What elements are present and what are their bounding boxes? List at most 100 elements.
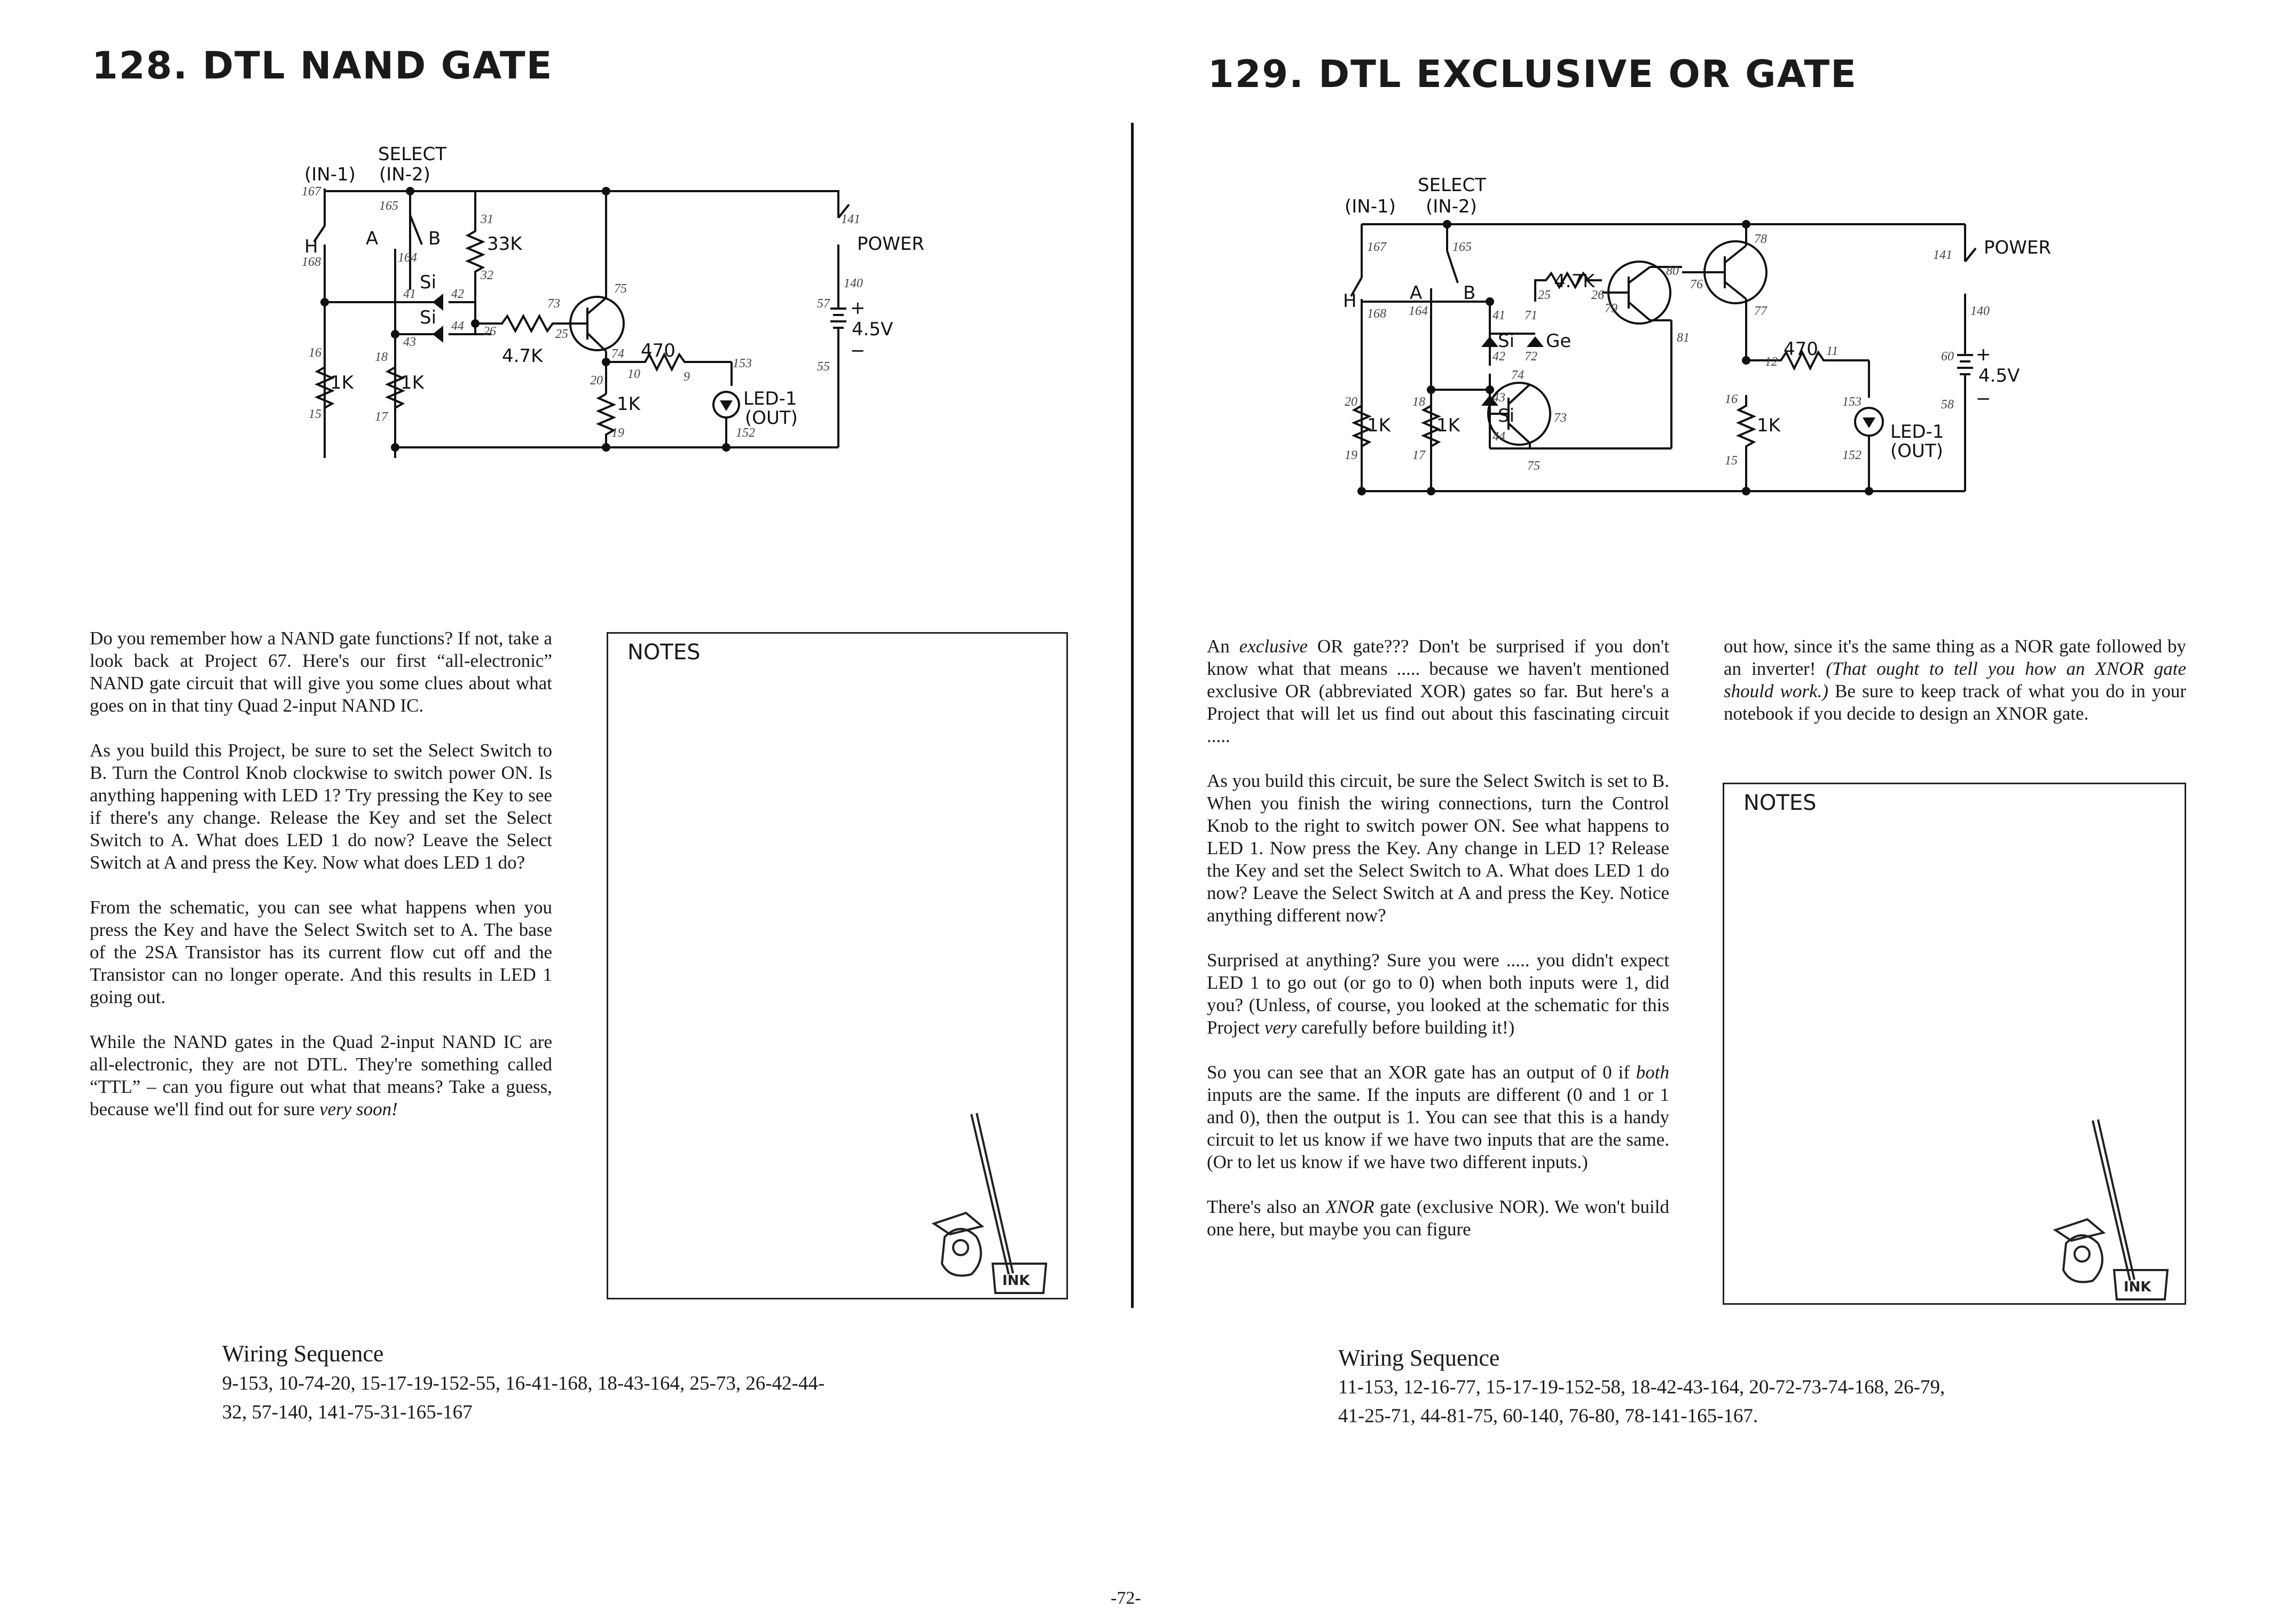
left-battery-minus: −	[850, 340, 866, 361]
right-select-label: SELECT	[1418, 175, 1486, 196]
left-node-15: 15	[309, 407, 321, 421]
right-paragraph-5-emphasis: XNOR	[1325, 1196, 1374, 1217]
right-paragraph-3-pre: Surprised at anything? Sure you were ...…	[1207, 950, 1669, 1038]
left-node-32: 32	[480, 269, 493, 282]
left-page-title: 128. DTL NAND GATE	[92, 44, 553, 88]
left-notes-box: NOTES INK	[607, 632, 1068, 1299]
left-paragraph-2: As you build this Project, be sure to se…	[90, 740, 552, 873]
right-node-43: 43	[1493, 391, 1505, 405]
right-node-81: 81	[1677, 331, 1690, 345]
right-paragraph-4: So you can see that an XOR gate has an o…	[1207, 1061, 1669, 1173]
left-wiring-line-1: 9-153, 10-74-20, 15-17-19-152-55, 16-41-…	[222, 1373, 825, 1394]
right-node-12: 12	[1765, 355, 1778, 369]
right-node-25: 25	[1538, 288, 1551, 302]
left-notes-label: NOTES	[627, 640, 701, 665]
right-notes-box: NOTES INK	[1723, 783, 2186, 1305]
left-r1k-a-label: 1K	[330, 372, 355, 393]
right-node-140: 140	[1970, 304, 1990, 318]
left-power-label: POWER	[857, 233, 924, 255]
right-body-column-2: out how, since it's the same thing as a …	[1724, 635, 2186, 747]
left-node-140: 140	[844, 277, 863, 290]
right-xor-schematic: SELECT (IN-1) (IN-2) A B H 4.7K Si Ge Si…	[1343, 175, 2051, 495]
left-paragraph-1: Do you remember how a NAND gate function…	[90, 628, 552, 716]
right-r1k-b-label: 1K	[1436, 415, 1461, 436]
left-ink-mascot-illustration: INK	[931, 1113, 1048, 1294]
right-switch-a-label: A	[1410, 282, 1422, 304]
right-node-19: 19	[1345, 448, 1357, 462]
left-paragraph-4: While the NAND gates in the Quad 2-input…	[90, 1031, 552, 1121]
left-wiring-title: Wiring Sequence	[222, 1341, 384, 1367]
right-paragraph-2: As you build this circuit, be sure the S…	[1207, 770, 1669, 926]
left-node-165: 165	[379, 199, 398, 213]
right-node-168: 168	[1367, 307, 1386, 321]
right-node-76: 76	[1690, 278, 1703, 291]
right-node-42: 42	[1493, 350, 1505, 364]
right-node-44: 44	[1493, 430, 1505, 444]
left-node-152: 152	[736, 426, 755, 440]
right-ink-label: INK	[2124, 1279, 2151, 1295]
right-node-20: 20	[1345, 395, 1357, 409]
left-r47k-label: 4.7K	[502, 345, 544, 367]
left-out-label: (OUT)	[745, 407, 798, 429]
left-node-42: 42	[451, 287, 464, 301]
left-battery-plus: +	[850, 297, 866, 319]
right-paragraph-1: An exclusive OR gate??? Don't be surpris…	[1207, 635, 1669, 747]
left-node-31: 31	[480, 212, 493, 226]
left-key-h-label: H	[304, 236, 318, 257]
right-wiring-title: Wiring Sequence	[1338, 1345, 1500, 1371]
right-node-75: 75	[1527, 459, 1540, 473]
left-paragraph-4-text: While the NAND gates in the Quad 2-input…	[90, 1031, 552, 1120]
right-node-18: 18	[1412, 395, 1425, 409]
right-power-label: POWER	[1984, 237, 2051, 258]
right-node-74: 74	[1511, 368, 1524, 382]
right-node-78: 78	[1754, 232, 1767, 246]
left-in2-label: (IN-2)	[379, 164, 430, 185]
right-si2-label: Si	[1498, 405, 1514, 427]
right-r1k-a-label: 1K	[1367, 415, 1392, 436]
left-node-18: 18	[375, 350, 388, 364]
right-in1-label: (IN-1)	[1345, 196, 1396, 217]
right-node-152: 152	[1842, 448, 1861, 462]
right-paragraph-4-pre: So you can see that an XOR gate has an o…	[1207, 1062, 1636, 1083]
left-select-label: SELECT	[378, 144, 446, 165]
left-led-label: LED-1	[743, 388, 797, 409]
right-paragraph-4-emphasis: both	[1636, 1062, 1669, 1083]
right-battery-minus: −	[1976, 388, 1991, 409]
left-node-164: 164	[398, 251, 417, 265]
right-node-26: 26	[1591, 288, 1604, 302]
left-in1-label: (IN-1)	[304, 164, 356, 185]
right-wiring-sequence: 11-153, 12-16-77, 15-17-19-152-58, 18-42…	[1338, 1373, 2139, 1431]
right-battery-plus: +	[1976, 344, 1991, 365]
right-paragraph-1-pre: An	[1207, 636, 1239, 657]
right-paragraph-4-post: inputs are the same. If the inputs are d…	[1207, 1084, 1669, 1172]
left-node-43: 43	[403, 335, 416, 349]
right-node-141: 141	[1933, 248, 1952, 262]
left-r1k-b-label: 1K	[400, 372, 425, 393]
right-paragraph-5-pre: There's also an	[1207, 1196, 1326, 1217]
left-body-text: Do you remember how a NAND gate function…	[90, 627, 552, 1143]
left-switch-b-label: B	[428, 228, 441, 249]
left-node-19: 19	[611, 426, 624, 440]
right-node-164: 164	[1409, 304, 1428, 318]
right-key-h-label: H	[1343, 290, 1357, 312]
left-paragraph-3: From the schematic, you can see what hap…	[90, 897, 552, 1007]
right-paragraph-6-post: Be sure to keep track of what you do in …	[1724, 681, 2186, 724]
left-node-41: 41	[403, 287, 416, 301]
right-node-79: 79	[1605, 302, 1617, 316]
left-r470-label: 470	[641, 340, 675, 361]
right-node-41: 41	[1493, 309, 1505, 322]
right-node-16: 16	[1725, 392, 1738, 406]
right-node-17: 17	[1412, 448, 1426, 462]
right-in2-label: (IN-2)	[1426, 196, 1477, 217]
right-paragraph-3-emphasis: very	[1264, 1017, 1297, 1038]
right-out-label: (OUT)	[1890, 440, 1943, 462]
left-node-26: 26	[483, 325, 496, 338]
right-node-72: 72	[1525, 350, 1537, 364]
left-node-75: 75	[614, 282, 627, 296]
left-si2-label: Si	[420, 307, 436, 328]
left-nand-schematic: SELECT (IN-1) (IN-2) A B H 33K Si Si 4.7…	[302, 144, 924, 458]
right-paragraph-6-emphasis: (That ought to tell you how an XNOR gate…	[1724, 658, 2186, 701]
right-ink-mascot-illustration: INK	[2053, 1119, 2169, 1300]
left-node-10: 10	[627, 367, 640, 381]
left-paragraph-4-emphasis: very soon!	[319, 1099, 398, 1120]
